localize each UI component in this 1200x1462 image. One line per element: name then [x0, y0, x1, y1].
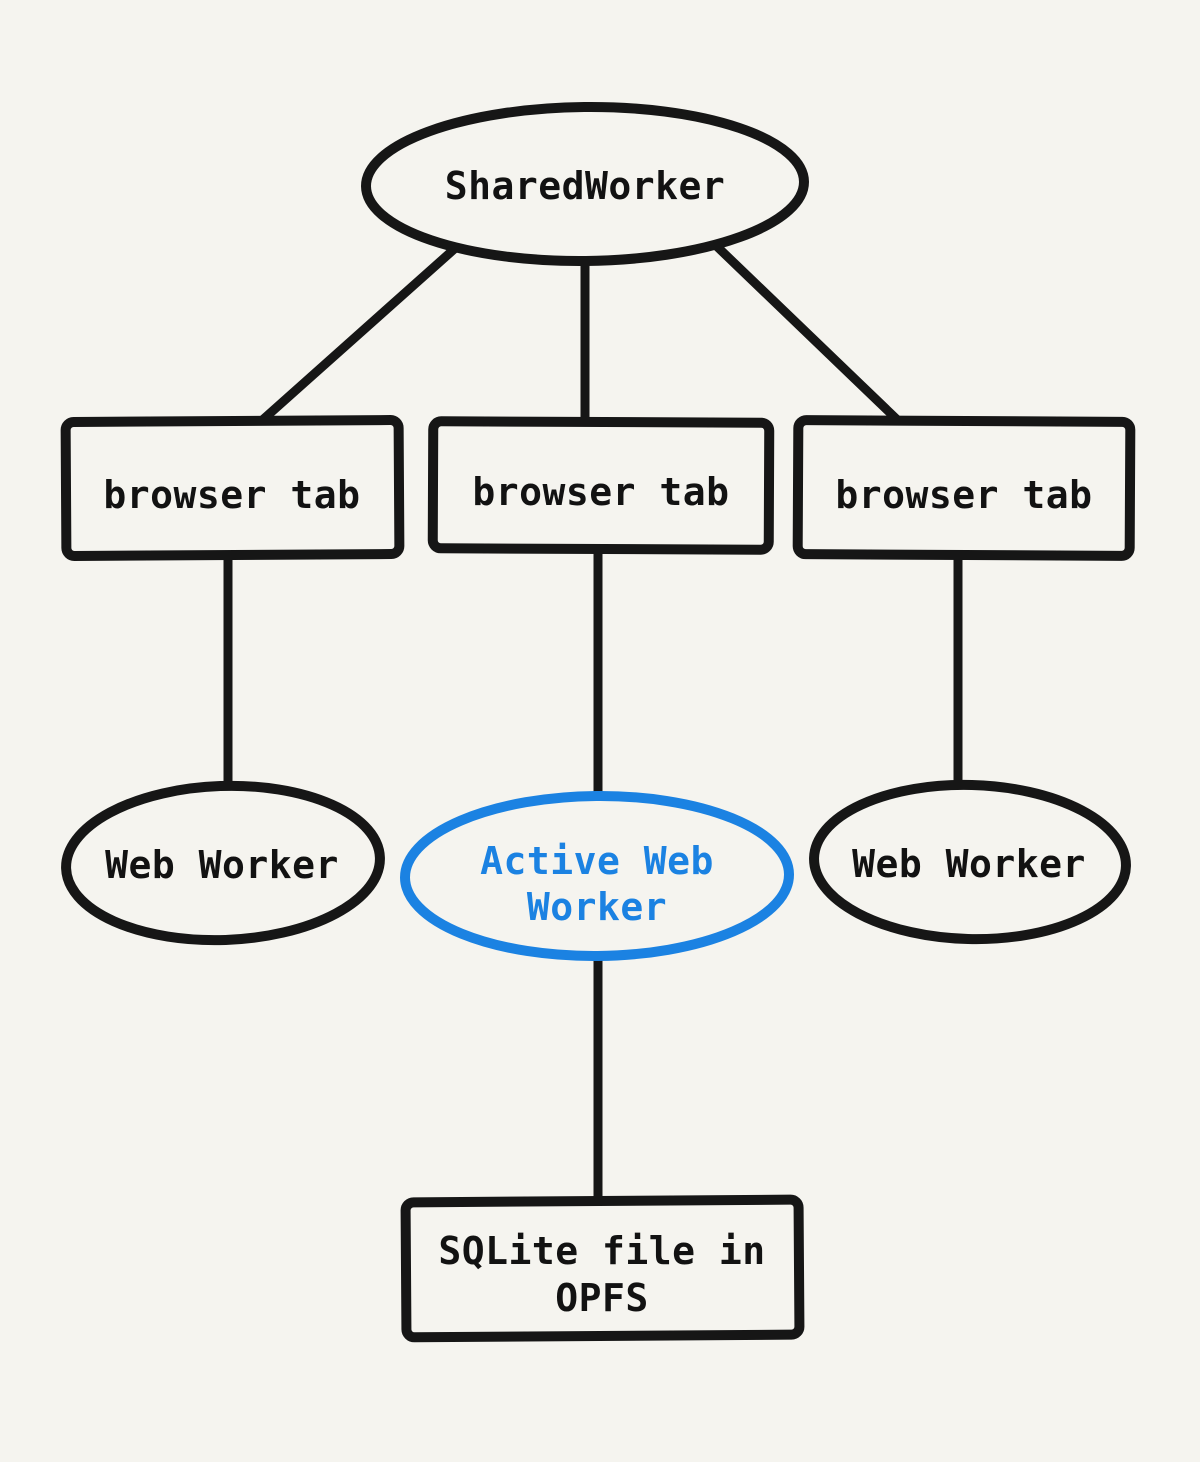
sqlite-file-rect	[400, 1194, 805, 1343]
browser-tab-2-label: browser tab	[472, 470, 729, 514]
node-browser-tab-2: browser tab	[427, 416, 775, 555]
node-browser-tab-1: browser tab	[60, 415, 405, 561]
edge-sharedworker-to-browser-tab-3	[700, 230, 915, 437]
web-worker-left-label: Web Worker	[105, 843, 339, 887]
web-worker-right-ellipse	[809, 779, 1131, 945]
shared-worker-ellipse	[361, 101, 809, 267]
browser-tab-1-label: browser tab	[103, 473, 360, 517]
active-web-worker-label-line2: Worker	[527, 885, 667, 929]
node-browser-tab-3: browser tab	[792, 415, 1136, 561]
browser-tab-2-rect	[427, 416, 775, 555]
web-worker-left-ellipse	[61, 780, 385, 946]
node-web-worker-left: Web Worker	[61, 780, 385, 946]
sqlite-file-label-line1: SQLite file in	[438, 1229, 765, 1273]
node-web-worker-right: Web Worker	[809, 779, 1131, 945]
browser-tab-1-rect	[60, 415, 405, 561]
node-sqlite-file: SQLite file in OPFS	[400, 1194, 805, 1343]
active-web-worker-label-line1: Active Web	[480, 839, 714, 883]
web-worker-right-label: Web Worker	[852, 842, 1086, 886]
browser-tab-3-rect	[792, 415, 1136, 561]
sqlite-file-label-line2: OPFS	[555, 1276, 649, 1320]
shared-worker-label: SharedWorker	[445, 164, 726, 208]
node-shared-worker: SharedWorker	[361, 101, 809, 267]
edge-sharedworker-to-browser-tab-1	[244, 230, 475, 437]
active-web-worker-ellipse	[400, 790, 794, 962]
browser-tab-3-label: browser tab	[835, 473, 1092, 517]
node-active-web-worker: Active Web Worker	[400, 790, 794, 962]
